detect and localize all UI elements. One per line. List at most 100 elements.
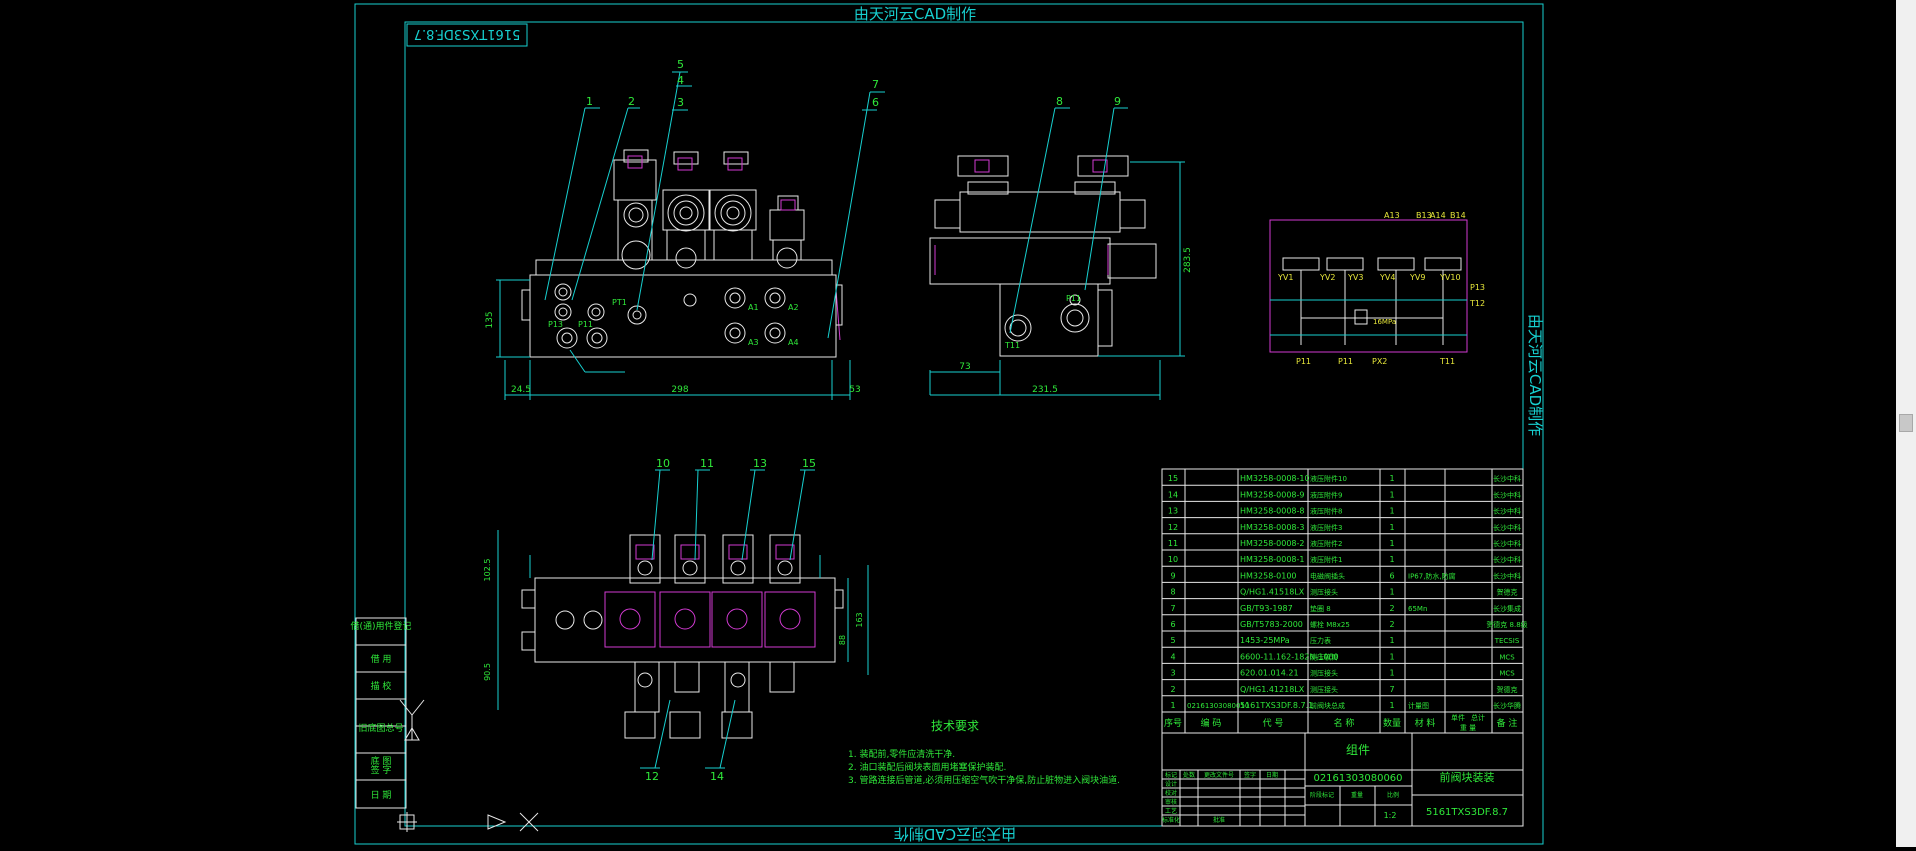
bom-cell-note: 长沙中科 bbox=[1493, 490, 1521, 499]
bom-cell-no: 1 bbox=[1170, 701, 1175, 710]
bom-header-total: 总计 bbox=[1471, 713, 1485, 722]
bottom-dim-v2: 90.5 bbox=[483, 663, 492, 681]
bom-cell-spec: 1453-25MPa bbox=[1240, 636, 1290, 645]
bom-cell-no: 11 bbox=[1168, 539, 1178, 548]
side-dim-length: 231.5 bbox=[1032, 385, 1058, 395]
callout-8: 8 bbox=[1056, 95, 1063, 108]
bottom-dim-v1: 102.5 bbox=[483, 559, 492, 582]
callout-5: 5 bbox=[677, 58, 684, 71]
bom-cell-no: 7 bbox=[1170, 604, 1175, 613]
bom-header-code: 编 码 bbox=[1201, 717, 1222, 729]
title-code: 02161303080060 bbox=[1313, 773, 1402, 784]
title-label-4: 日期 bbox=[1266, 771, 1278, 779]
bom-cell-name: 测压接头 bbox=[1310, 588, 1338, 597]
bom-cell-no: 5 bbox=[1170, 636, 1175, 645]
bom-cell-name: 液压附件8 bbox=[1310, 507, 1342, 516]
hyd-label-0: A13 bbox=[1384, 211, 1400, 220]
mirrored-code-box bbox=[406, 23, 528, 47]
hyd-label-9: YV10 bbox=[1439, 273, 1461, 282]
title-drawing-no: 5161TXS3DF.8.7 bbox=[1426, 807, 1508, 818]
callout-13: 13 bbox=[753, 457, 767, 470]
bom-cell-no: 3 bbox=[1170, 669, 1175, 678]
title-scale: 1:2 bbox=[1384, 811, 1397, 820]
port-label-2: A1 bbox=[748, 303, 759, 312]
bom-cell-spec: GB/T93-1987 bbox=[1240, 604, 1293, 613]
bom-cell-no: 8 bbox=[1170, 588, 1175, 597]
front-dim-left: 24.5 bbox=[511, 385, 531, 395]
bom-cell-spec: HM3258-0008-3 bbox=[1240, 523, 1305, 532]
bom-header-note: 备 注 bbox=[1497, 717, 1518, 729]
title-name: 前阀块装装 bbox=[1440, 770, 1495, 784]
hyd-label-2: A14 bbox=[1430, 211, 1446, 220]
title-label-5: 设计 bbox=[1165, 780, 1177, 788]
callout-12: 12 bbox=[645, 770, 659, 783]
hyd-label-16: 16MPa bbox=[1373, 318, 1396, 326]
bom-cell-qty: 1 bbox=[1389, 555, 1394, 564]
bom-header-mat: 材 料 bbox=[1415, 717, 1436, 729]
bom-cell-note: 长沙华腾 bbox=[1493, 701, 1521, 710]
bom-cell-qty: 1 bbox=[1389, 588, 1394, 597]
title-label-1: 处数 bbox=[1183, 771, 1195, 779]
callout-1: 1 bbox=[586, 95, 593, 108]
bom-cell-qty: 2 bbox=[1389, 604, 1394, 613]
watermark-side: 由天河云CAD制作 bbox=[1526, 314, 1544, 436]
front-dim-length: 298 bbox=[671, 385, 688, 395]
watermark-bottom: 由天河云CAD制作 bbox=[894, 825, 1016, 843]
bom-cell-note: 长沙集成 bbox=[1493, 604, 1521, 613]
callout-4: 4 bbox=[677, 74, 684, 87]
bom-cell-qty: 1 bbox=[1389, 474, 1394, 483]
watermark-top: 由天河云CAD制作 bbox=[854, 5, 976, 23]
bom-header-qty: 数量 bbox=[1383, 717, 1401, 729]
bom-cell-qty: 2 bbox=[1389, 620, 1394, 629]
bom-cell-spec: 620.01.014.21 bbox=[1240, 669, 1299, 678]
bom-cell-note: 长沙中科 bbox=[1493, 539, 1521, 548]
hyd-label-10: P13 bbox=[1470, 283, 1485, 292]
front-dim-height: 135 bbox=[485, 311, 495, 328]
side-table-0: 借(通)用件登记 bbox=[350, 620, 411, 632]
title-label-7: 审核 bbox=[1165, 798, 1177, 806]
bom-cell-name: 测压接头 bbox=[1310, 685, 1338, 694]
port-label-0: P13 bbox=[548, 320, 563, 329]
bom-cell-qty: 7 bbox=[1389, 685, 1394, 694]
bom-cell-spec: Q/HG1.41518LX bbox=[1240, 588, 1305, 597]
bom-cell-name: 测压软管 bbox=[1310, 652, 1338, 661]
bom-cell-note: 贺德克 bbox=[1497, 685, 1518, 694]
hyd-label-8: YV9 bbox=[1409, 273, 1425, 282]
port-label-1: P11 bbox=[578, 320, 593, 329]
callout-15: 15 bbox=[802, 457, 816, 470]
scrollbar-thumb[interactable] bbox=[1899, 414, 1913, 432]
bom-cell-name: 垫圈 8 bbox=[1310, 604, 1331, 613]
side-table-5: 签 字 bbox=[371, 764, 392, 776]
bom-cell-note: 长沙中科 bbox=[1493, 571, 1521, 580]
front-dim-right: 53 bbox=[849, 385, 860, 395]
bom-cell-code: 02161303080010 bbox=[1187, 702, 1249, 710]
port-label-3: A2 bbox=[788, 303, 799, 312]
bottom-dim-w1: 163 bbox=[855, 612, 864, 627]
bottom-view: 102.5 90.5 163 88 10 11 13 15 12 14 bbox=[483, 457, 869, 783]
title-block: 组件 02161303080060 前阀块装装 5161TXS3DF.8.7 1… bbox=[1161, 732, 1524, 827]
outer-frame bbox=[354, 3, 1544, 845]
title-label-6: 校对 bbox=[1165, 789, 1177, 797]
hyd-label-12: P11 bbox=[1296, 357, 1311, 366]
title-label-9: 标准化 bbox=[1162, 816, 1180, 824]
hyd-label-1: B13 bbox=[1416, 211, 1432, 220]
bom-cell-name: 螺栓 M8x25 bbox=[1310, 620, 1350, 629]
callout-10: 10 bbox=[656, 457, 670, 470]
tech-note-3: 3. 管路连接后管道,必须用压缩空气吹干净保,防止脏物进入阀块油道. bbox=[848, 774, 1120, 786]
bom-cell-spec: GB/T5783-2000 bbox=[1240, 620, 1303, 629]
vertical-scrollbar[interactable] bbox=[1896, 0, 1916, 847]
callout-11: 11 bbox=[700, 457, 714, 470]
bottom-dim-w2: 88 bbox=[838, 635, 847, 645]
bom-header-no: 序号 bbox=[1164, 717, 1182, 729]
side-table-6: 日 期 bbox=[371, 790, 392, 801]
hyd-label-11: T12 bbox=[1469, 299, 1485, 308]
bom-cell-spec: 5161TXS3DF.8.7.1 bbox=[1240, 701, 1313, 710]
side-table-2: 描 校 bbox=[371, 680, 392, 692]
callout-3: 3 bbox=[677, 96, 684, 109]
bom-cell-spec: HM3258-0100 bbox=[1240, 571, 1297, 580]
bom-cell-name: 液压附件10 bbox=[1310, 474, 1347, 483]
hydraulic-schematic: A13 B13 A14 B14 YV1 YV2 YV3 YV4 YV9 YV10… bbox=[1269, 211, 1485, 366]
bom-cell-name: 压力表 bbox=[1310, 636, 1331, 645]
